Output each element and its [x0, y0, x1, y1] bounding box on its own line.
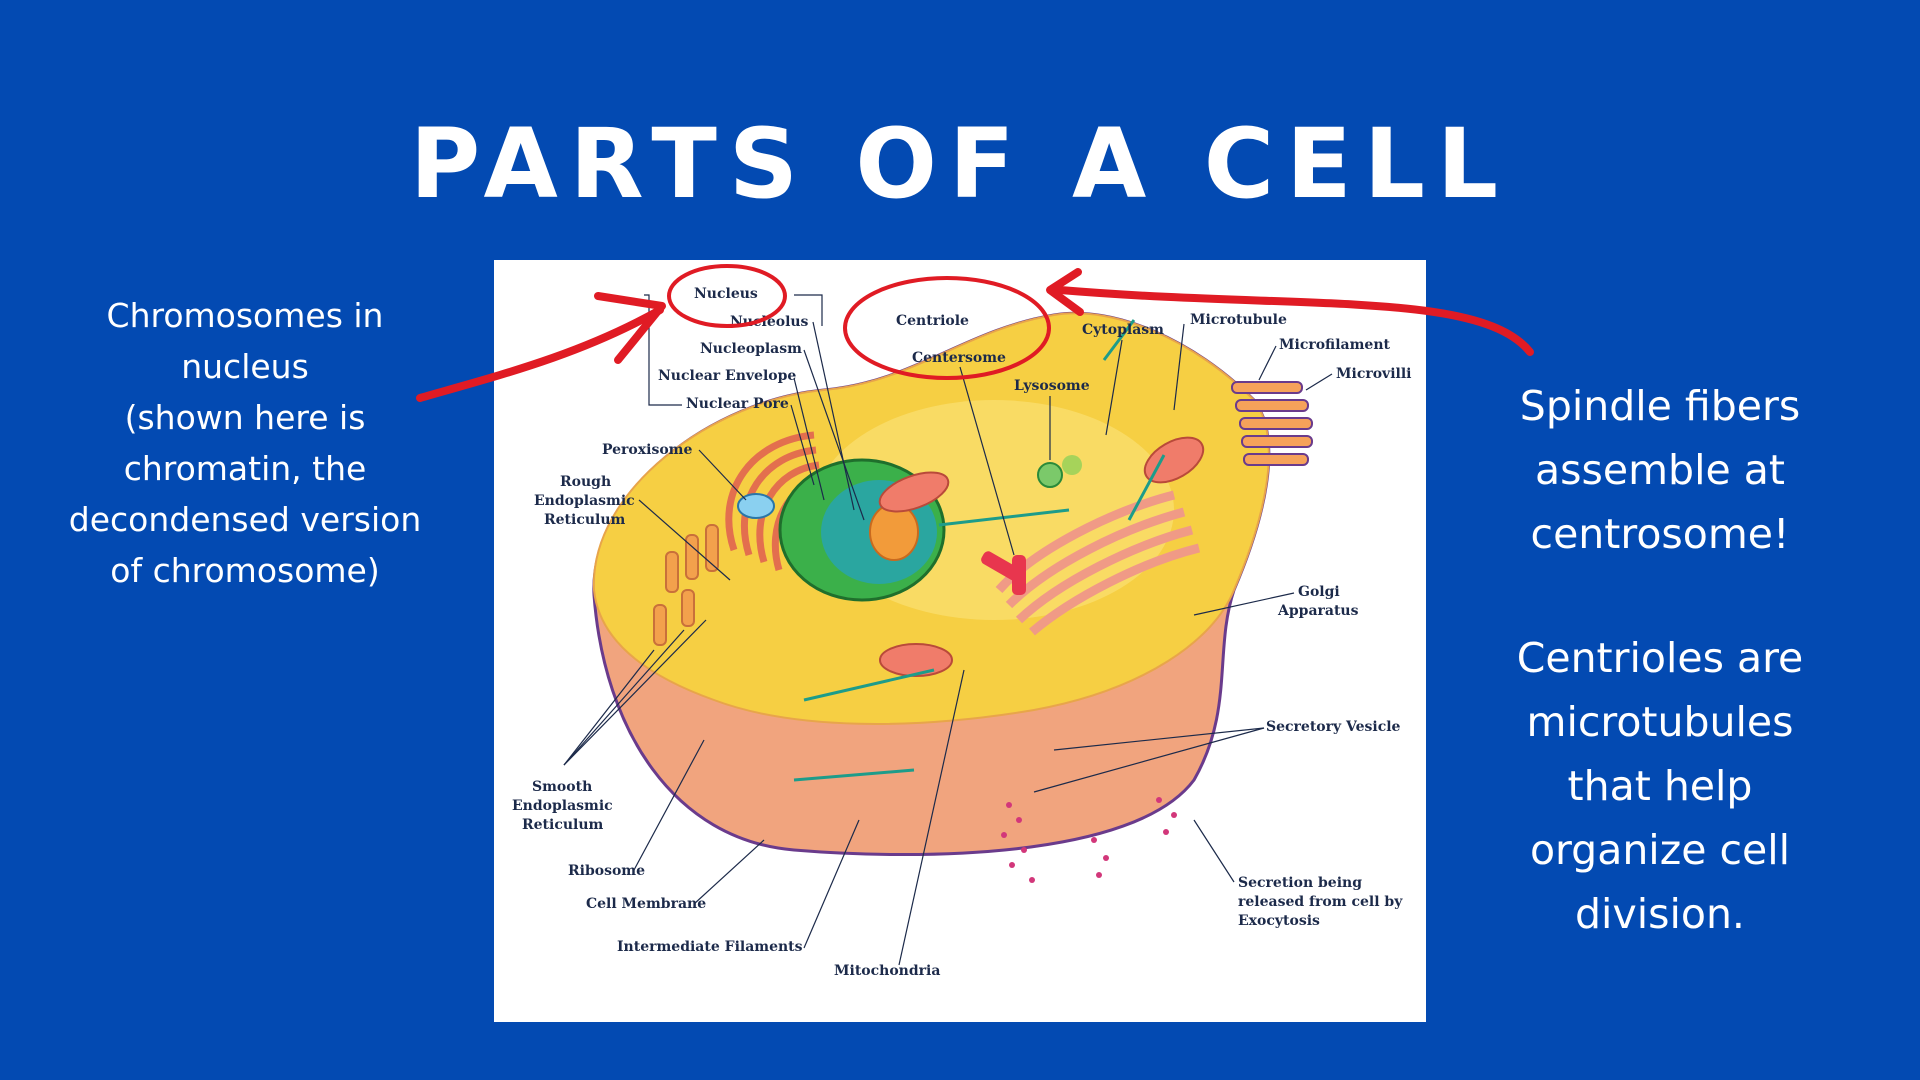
cell-diagram-image: Nucleus Nucleolus Nucleoplasm Nuclear En…	[494, 260, 1426, 1022]
label-microfilament: Microfilament	[1279, 337, 1391, 353]
label-cell-membrane: Cell Membrane	[586, 896, 706, 912]
label-golgi-2: Apparatus	[1277, 603, 1359, 619]
nucleus-circle	[667, 264, 787, 328]
leader-lines	[563, 294, 1333, 966]
label-nucleolus: Nucleolus	[730, 314, 809, 330]
label-mitochondria: Mitochondria	[834, 963, 940, 979]
label-nuclear-envelope: Nuclear Envelope	[658, 368, 796, 384]
label-secretion-1: Secretion being	[1238, 875, 1362, 891]
secretion-dots	[1001, 797, 1177, 883]
smooth-er-shape	[653, 524, 719, 646]
microvilli-shape	[1231, 381, 1313, 466]
label-smooth-er-2: Endoplasmic	[512, 798, 613, 814]
label-lysosome: Lysosome	[1014, 378, 1090, 394]
peroxisome-shape	[737, 493, 775, 519]
label-rough-er-2: Endoplasmic	[534, 493, 635, 509]
slide-title: PARTS OF A CELL	[409, 108, 1511, 220]
cell-body	[592, 311, 1271, 856]
label-centriole: Centriole	[896, 313, 969, 329]
label-secretion-2: released from cell by	[1238, 894, 1403, 910]
label-cytoplasm: Cytoplasm	[1082, 322, 1164, 338]
centriole-shape	[981, 551, 1026, 595]
label-ribosome: Ribosome	[568, 863, 645, 879]
label-rough-er-1: Rough	[560, 474, 611, 490]
centrosome-circle	[843, 276, 1051, 380]
spindle-fibers-note: Spindle fibers assemble at centrosome!	[1519, 382, 1801, 558]
label-secretion-3: Exocytosis	[1238, 913, 1320, 929]
label-rough-er-3: Reticulum	[544, 512, 626, 528]
label-nuclear-pore: Nuclear Pore	[686, 396, 789, 412]
label-golgi-1: Golgi	[1298, 584, 1340, 600]
mitochondria-shapes	[878, 436, 1205, 677]
cell-diagram: Nucleus Nucleolus Nucleoplasm Nuclear En…	[512, 264, 1411, 979]
label-intermediate-filaments: Intermediate Filaments	[617, 939, 803, 955]
red-circle-annotations	[667, 264, 1051, 380]
vesicle-shape	[1062, 455, 1082, 475]
chromosomes-note: Chromosomes in nucleus (shown here is ch…	[68, 296, 422, 590]
label-peroxisome: Peroxisome	[602, 442, 692, 458]
lysosome-shape	[1037, 462, 1063, 488]
label-microtubule: Microtubule	[1190, 312, 1287, 328]
label-secretory-vesicle: Secretory Vesicle	[1266, 719, 1401, 735]
label-microvilli: Microvilli	[1336, 366, 1411, 382]
label-nucleoplasm: Nucleoplasm	[700, 341, 802, 357]
label-centersome: Centersome	[912, 350, 1006, 366]
label-smooth-er-3: Reticulum	[522, 817, 604, 833]
centrioles-note: Centrioles are microtubules that help or…	[1516, 634, 1804, 938]
label-smooth-er-1: Smooth	[532, 779, 592, 795]
label-nucleus: Nucleus	[694, 286, 758, 302]
